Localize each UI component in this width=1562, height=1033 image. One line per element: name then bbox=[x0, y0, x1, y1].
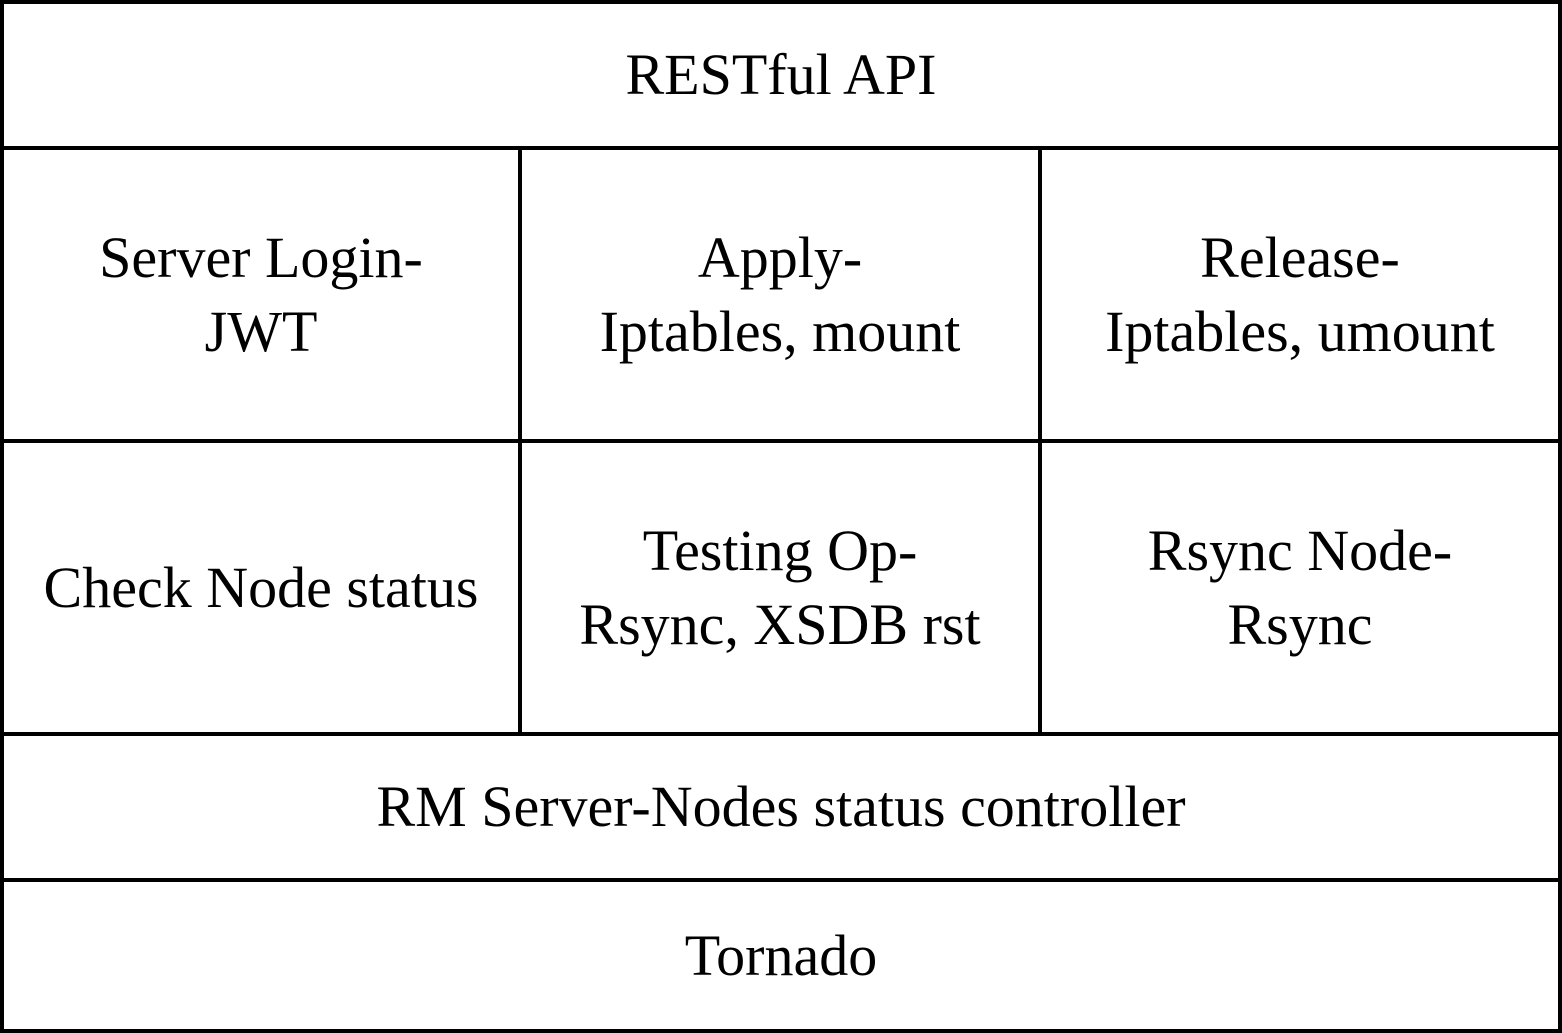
check-node-status-box: Check Node status bbox=[4, 443, 522, 732]
server-login-box: Server Login- JWT bbox=[4, 150, 522, 439]
release-title: Release- bbox=[1200, 224, 1400, 290]
check-node-status-title: Check Node status bbox=[43, 554, 479, 620]
rsync-node-title: Rsync Node- bbox=[1147, 517, 1453, 583]
testing-op-title: Testing Op- bbox=[642, 517, 918, 583]
apply-box: Apply- Iptables, mount bbox=[522, 150, 1042, 439]
restful-api-label: RESTful API bbox=[625, 42, 937, 107]
testing-op-detail: Rsync, XSDB rst bbox=[579, 591, 981, 657]
server-login-detail: JWT bbox=[204, 298, 318, 364]
functions-row-1: Server Login- JWT Apply- Iptables, mount… bbox=[4, 150, 1558, 443]
tornado-label: Tornado bbox=[684, 922, 878, 988]
release-box: Release- Iptables, umount bbox=[1042, 150, 1558, 439]
rsync-node-box: Rsync Node- Rsync bbox=[1042, 443, 1558, 732]
restful-api-layer: RESTful API bbox=[4, 4, 1558, 150]
testing-op-box: Testing Op- Rsync, XSDB rst bbox=[522, 443, 1042, 732]
apply-detail: Iptables, mount bbox=[599, 298, 961, 364]
controller-layer: RM Server-Nodes status controller bbox=[4, 736, 1558, 882]
apply-title: Apply- bbox=[697, 224, 863, 290]
server-login-title: Server Login- bbox=[99, 224, 423, 290]
tornado-layer: Tornado bbox=[4, 882, 1558, 1029]
rsync-node-detail: Rsync bbox=[1227, 591, 1373, 657]
release-detail: Iptables, umount bbox=[1105, 298, 1495, 364]
functions-row-2: Check Node status Testing Op- Rsync, XSD… bbox=[4, 443, 1558, 736]
controller-label: RM Server-Nodes status controller bbox=[376, 774, 1186, 839]
